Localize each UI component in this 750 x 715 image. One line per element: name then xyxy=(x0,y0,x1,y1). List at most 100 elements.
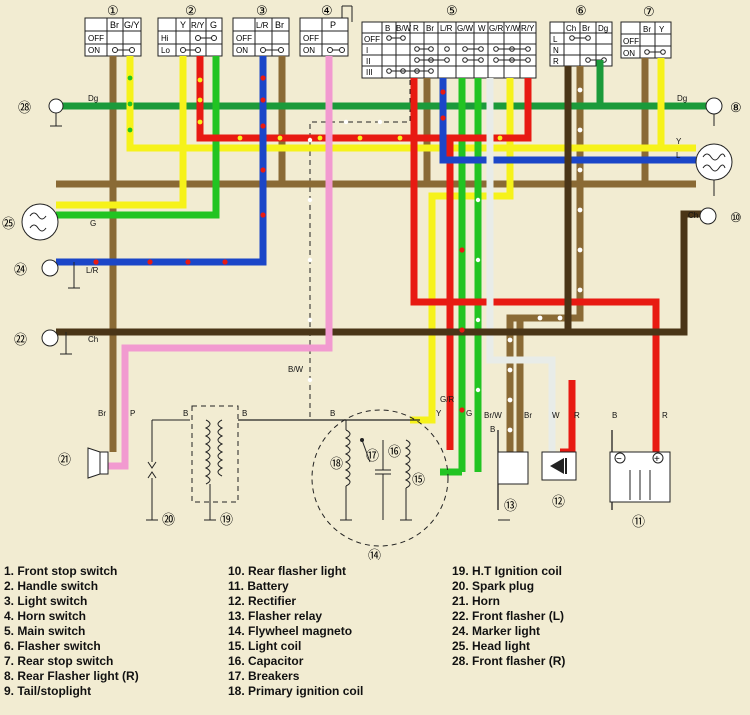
battery: − + ⑪ xyxy=(609,451,671,529)
legend-item: 25. Head light xyxy=(452,639,531,653)
st6-row-r: R xyxy=(553,57,559,66)
switch-table-5: B B/W R Br L/R G/W W G/R Y/W R/Y OFF I I… xyxy=(361,3,537,79)
legend-item: 28. Front flasher (R) xyxy=(452,654,566,668)
legend-item: 19. H.T Ignition coil xyxy=(452,564,563,578)
st5-col-br: Br xyxy=(426,24,434,33)
legend-item: 8. Rear Flasher light (R) xyxy=(4,669,139,683)
st6-number: ⑥ xyxy=(575,3,587,18)
label-br-13: Br xyxy=(524,411,532,420)
legend-item: 17. Breakers xyxy=(228,669,300,683)
st6-col-ch: Ch xyxy=(566,24,576,33)
legend: 1. Front stop switch 2. Handle switch 3.… xyxy=(0,562,750,712)
legend-item: 4. Horn switch xyxy=(4,609,87,623)
st4-col-p: P xyxy=(330,20,336,30)
c13-number: ⑬ xyxy=(504,498,517,513)
st2-number: ② xyxy=(185,3,197,18)
st6-row-l: L xyxy=(553,35,558,44)
st1-col-br: Br xyxy=(110,20,119,30)
st3-row-on: ON xyxy=(236,46,248,55)
breakers: ⑰ xyxy=(360,438,379,463)
switch-table-4: P OFF ON ④ xyxy=(299,3,353,57)
legend-item: 14. Flywheel magneto xyxy=(228,624,353,638)
wire-ch xyxy=(56,210,706,336)
c10-number: ⑩ xyxy=(730,210,742,225)
legend-item: 18. Primary ignition coil xyxy=(228,684,364,698)
wiring-diagram: Br G/Y OFF ON ① Y R/Y G Hi Lo ② L/R Br O… xyxy=(2,3,742,560)
head-light: ㉕ xyxy=(2,203,59,241)
light-coil: ⑮ xyxy=(400,439,425,521)
label-r-11: R xyxy=(662,411,668,420)
legend-item: 5. Main switch xyxy=(4,624,86,638)
label-l-right: L xyxy=(676,151,681,160)
st1-row-off: OFF xyxy=(88,34,104,43)
label-bw-mid: B/W xyxy=(288,365,304,374)
wire-y-head xyxy=(56,56,187,209)
label-r-12: R xyxy=(574,411,580,420)
legend-item: 2. Handle switch xyxy=(4,579,99,593)
wire-bw-dashed xyxy=(309,80,411,420)
legend-item: 3. Light switch xyxy=(4,594,88,608)
st2-col-ry: R/Y xyxy=(191,21,205,30)
flywheel-magneto: ⑱ ⑰ ⑯ ⑮ ⑭ xyxy=(311,409,449,560)
label-y-mag: Y xyxy=(436,409,442,418)
legend-item: 1. Front stop switch xyxy=(4,564,118,578)
label-dg-left: Dg xyxy=(88,94,98,103)
legend-item: 16. Capacitor xyxy=(228,654,304,668)
label-w-12: W xyxy=(552,411,560,420)
legend-item: 10. Rear flasher light xyxy=(228,564,347,578)
c18-number: ⑱ xyxy=(330,456,343,471)
wire-labels: Dg Dg Y L G L/R Ch Ch B/W Br P B B B Y G… xyxy=(86,94,698,434)
c22-number: ㉒ xyxy=(14,332,27,347)
wire-ry xyxy=(196,56,532,142)
legend-item: 22. Front flasher (L) xyxy=(452,609,565,623)
st4-row-off: OFF xyxy=(303,34,319,43)
legend-item: 12. Rectifier xyxy=(228,594,297,608)
switch-table-3: L/R Br OFF ON ③ xyxy=(232,3,290,57)
legend-item: 9. Tail/stoplight xyxy=(4,684,92,698)
legend-item: 7. Rear stop switch xyxy=(4,654,114,668)
rear-flasher-left: ⑩ xyxy=(699,207,742,225)
st3-row-off: OFF xyxy=(236,34,252,43)
c14-number: ⑭ xyxy=(368,548,381,560)
rear-flasher-right: ⑧ xyxy=(705,97,742,126)
rectifier: ⑫ xyxy=(541,451,577,509)
legend-item: 21. Horn xyxy=(452,594,501,608)
st3-col-br: Br xyxy=(275,20,284,30)
st1-col-gy: G/Y xyxy=(124,20,140,30)
legend-column-3: 19. H.T Ignition coil 20. Spark plug 21.… xyxy=(452,564,565,669)
marker-light: ㉔ xyxy=(14,259,80,289)
label-b-19: B xyxy=(183,409,188,418)
label-y-right: Y xyxy=(676,137,682,146)
st5-col-r: R xyxy=(413,24,419,33)
st4-row-on: ON xyxy=(303,46,315,55)
st5-col-lr: L/R xyxy=(440,24,453,33)
st1-row-on: ON xyxy=(88,46,100,55)
st7-number: ⑦ xyxy=(643,4,655,19)
legend-item: 15. Light coil xyxy=(228,639,302,653)
legend-column-1: 1. Front stop switch 2. Handle switch 3.… xyxy=(4,564,139,699)
switch-table-1: Br G/Y OFF ON ① xyxy=(84,3,142,57)
c15-number: ⑮ xyxy=(412,472,425,487)
label-lr-left: L/R xyxy=(86,266,99,275)
battery-plus: + xyxy=(654,454,660,465)
c12-number: ⑫ xyxy=(552,494,565,509)
wire-r-main xyxy=(410,78,660,452)
c28-number: ㉘ xyxy=(18,100,31,115)
switch-table-2: Y R/Y G Hi Lo ② xyxy=(157,3,223,57)
st6-col-br: Br xyxy=(582,24,590,33)
st5-col-yw: Y/W xyxy=(505,24,521,33)
capacitor: ⑯ xyxy=(375,440,401,520)
st5-number: ⑤ xyxy=(446,3,458,18)
flasher-relay: ⑬ xyxy=(497,451,529,521)
st3-col-lr: L/R xyxy=(256,21,269,30)
st5-col-w: W xyxy=(478,24,486,33)
wire-lr xyxy=(56,56,267,266)
st5-row-i: I xyxy=(366,46,368,55)
wire-br-6 xyxy=(506,66,584,452)
label-gr-mag: G/R xyxy=(440,395,454,404)
st5-col-gr: G/R xyxy=(489,24,503,33)
label-dg-right: Dg xyxy=(677,94,687,103)
wire-g-head xyxy=(56,56,220,219)
st5-col-ry: R/Y xyxy=(521,24,535,33)
c8-number: ⑧ xyxy=(730,100,742,115)
